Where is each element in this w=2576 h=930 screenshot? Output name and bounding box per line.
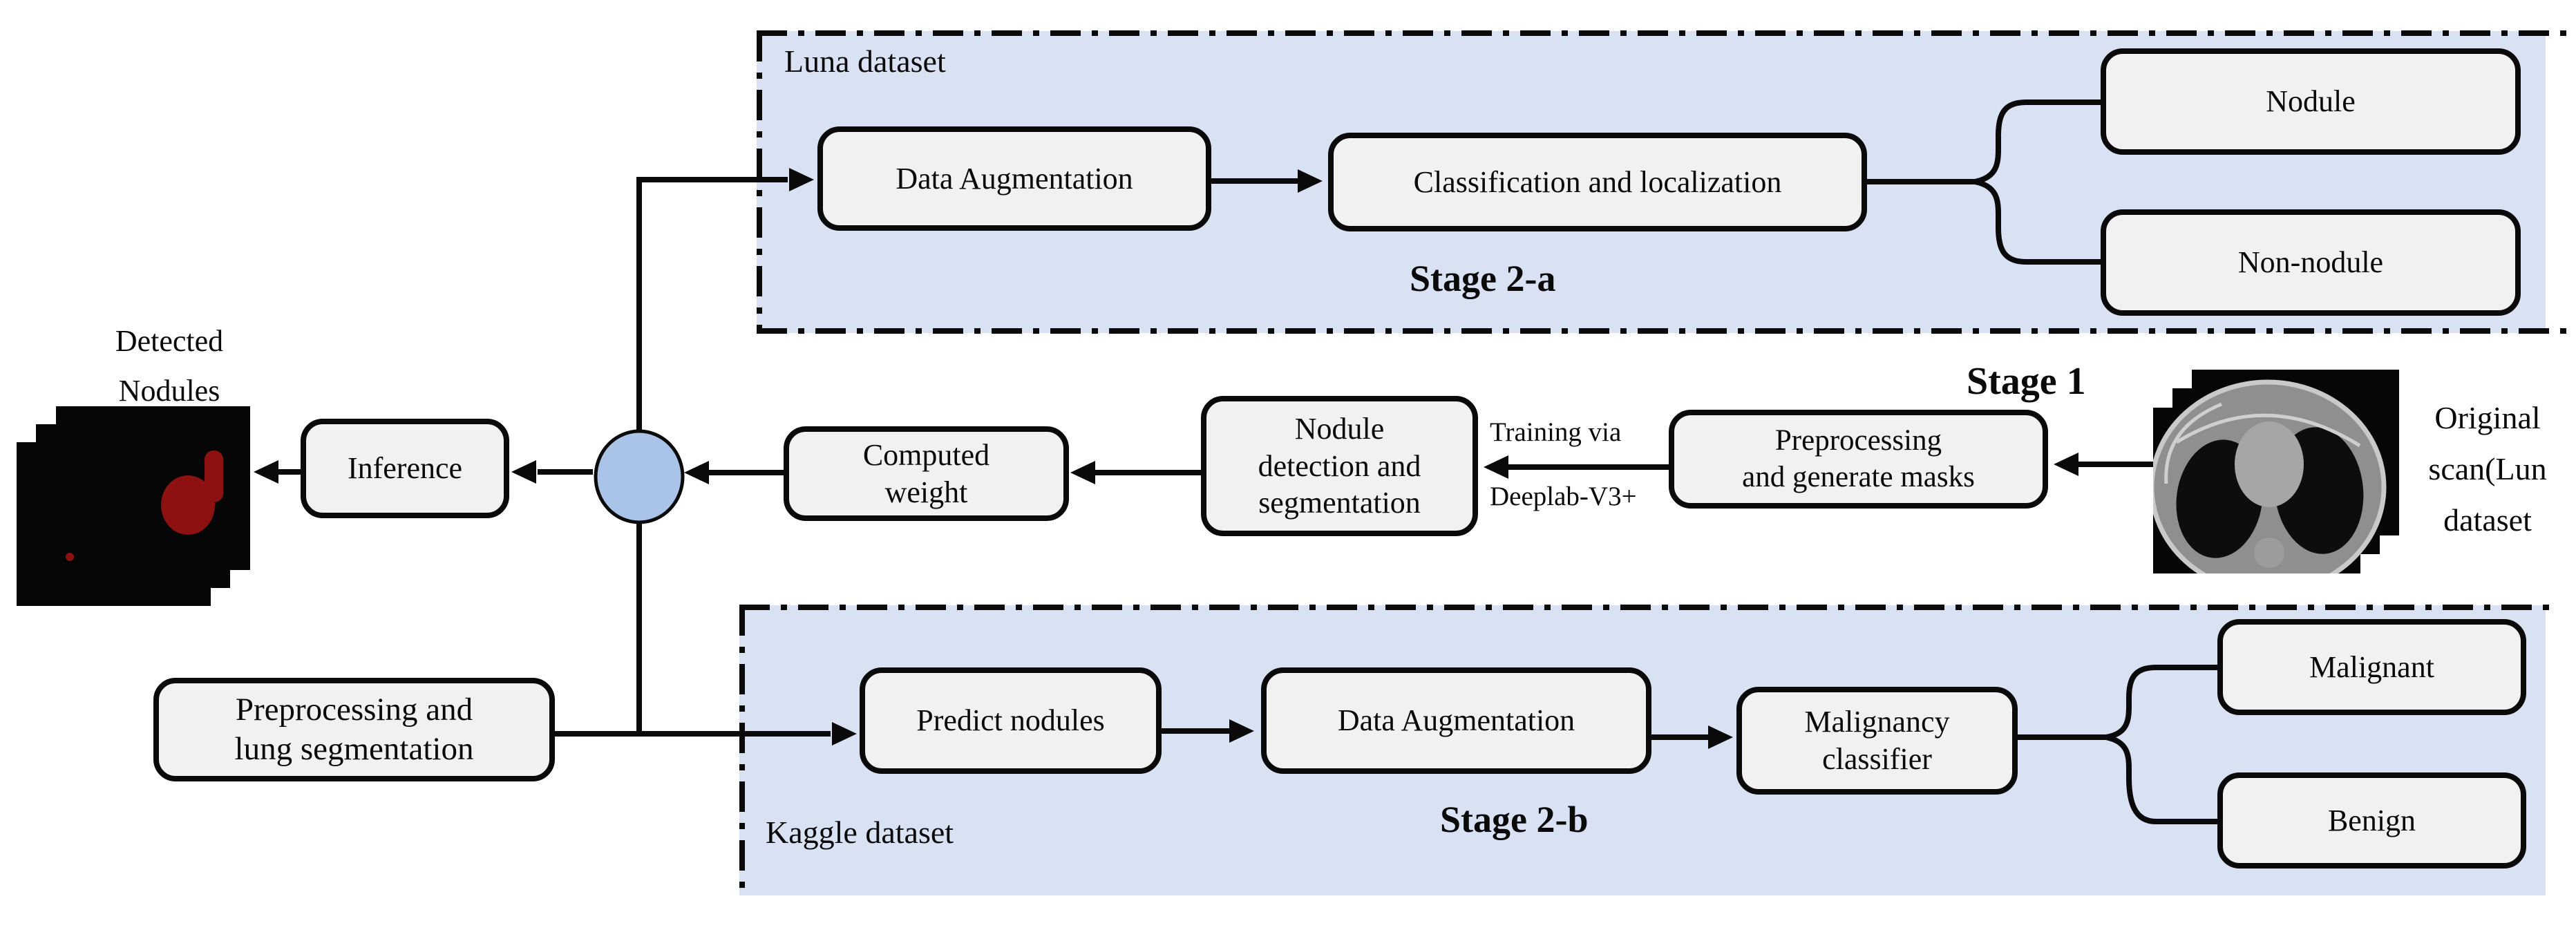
node-nodule: Nodule: [2101, 48, 2521, 155]
node-label: Non-nodule: [2237, 245, 2384, 280]
detected-nodules-image: [17, 406, 250, 606]
luna-panel-border: [757, 30, 2576, 334]
nodule-blob: [161, 475, 215, 535]
node-label: Data Augmentation: [1337, 703, 1575, 738]
node-label: Nodule: [2266, 84, 2356, 119]
caption-line: Nodules: [118, 374, 220, 408]
node-label: Classification and localization: [1413, 164, 1782, 199]
node-malignancy-classifier: Malignancy classifier: [1736, 687, 2018, 795]
node-label: segmentation: [1258, 486, 1421, 520]
caption-line: Original: [2434, 400, 2541, 435]
kaggle-panel-border: [739, 605, 2550, 891]
node-label: Inference: [347, 451, 463, 486]
kaggle-fork: [2018, 665, 2217, 824]
node-label: Predict nodules: [916, 703, 1105, 738]
caption-line: scan(Lun: [2428, 451, 2547, 486]
connector-lines: [277, 177, 2154, 740]
node-label: Preprocessing: [1774, 424, 1942, 457]
node-computed-weight: Computed weight: [784, 426, 1069, 521]
node-classification-localization: Classification and localization: [1328, 133, 1867, 231]
node-benign: Benign: [2217, 772, 2526, 869]
node-nodule-detection-segmentation: Nodule detection and segmentation: [1201, 396, 1478, 536]
node-label: Data Augmentation: [896, 161, 1133, 196]
node-label: Preprocessing and: [235, 691, 473, 728]
deeplab-v3-label: Deeplab-V3+: [1490, 482, 1637, 511]
node-non-nodule: Non-nodule: [2101, 209, 2521, 316]
node-data-augmentation-luna: Data Augmentation: [817, 126, 1211, 231]
node-inference: Inference: [301, 419, 509, 518]
node-label: weight: [884, 475, 968, 509]
node-label: and generate masks: [1742, 460, 1975, 493]
original-scan-caption: Original scan(Lun dataset: [2377, 392, 2576, 546]
node-label: Computed: [862, 437, 990, 472]
node-label: classifier: [1822, 742, 1932, 776]
node-label: Malignant: [2309, 649, 2434, 684]
training-via-label: Training via: [1490, 417, 1622, 447]
arrowheads: [254, 168, 2078, 749]
stage-2b-label: Stage 2-b: [1440, 799, 1589, 840]
node-label: Malignancy: [1804, 705, 1950, 739]
detected-nodules-caption: Detected Nodules: [83, 316, 256, 416]
node-preprocessing-lung-segmentation: Preprocessing and lung segmentation: [153, 678, 555, 781]
luna-fork: [1867, 99, 2101, 265]
kaggle-panel-label: Kaggle dataset: [766, 815, 954, 850]
node-label: detection and: [1258, 448, 1421, 483]
luna-panel-label: Luna dataset: [784, 44, 946, 79]
merge-junction-node: [594, 429, 685, 524]
node-label: Benign: [2327, 803, 2416, 837]
caption-line: Detected: [115, 324, 224, 358]
stage-2a-label: Stage 2-a: [1410, 258, 1556, 299]
caption-line: dataset: [2443, 502, 2532, 538]
node-predict-nodules: Predict nodules: [860, 667, 1162, 774]
node-malignant: Malignant: [2217, 619, 2526, 715]
node-label: Nodule: [1294, 411, 1385, 446]
node-label: lung segmentation: [234, 731, 474, 767]
stage-1-label: Stage 1: [1967, 360, 2086, 403]
ct-scan-image: [2153, 370, 2399, 573]
node-data-augmentation-kaggle: Data Augmentation: [1261, 667, 1651, 774]
node-preprocessing-generate-masks: Preprocessing and generate masks: [1669, 410, 2048, 509]
